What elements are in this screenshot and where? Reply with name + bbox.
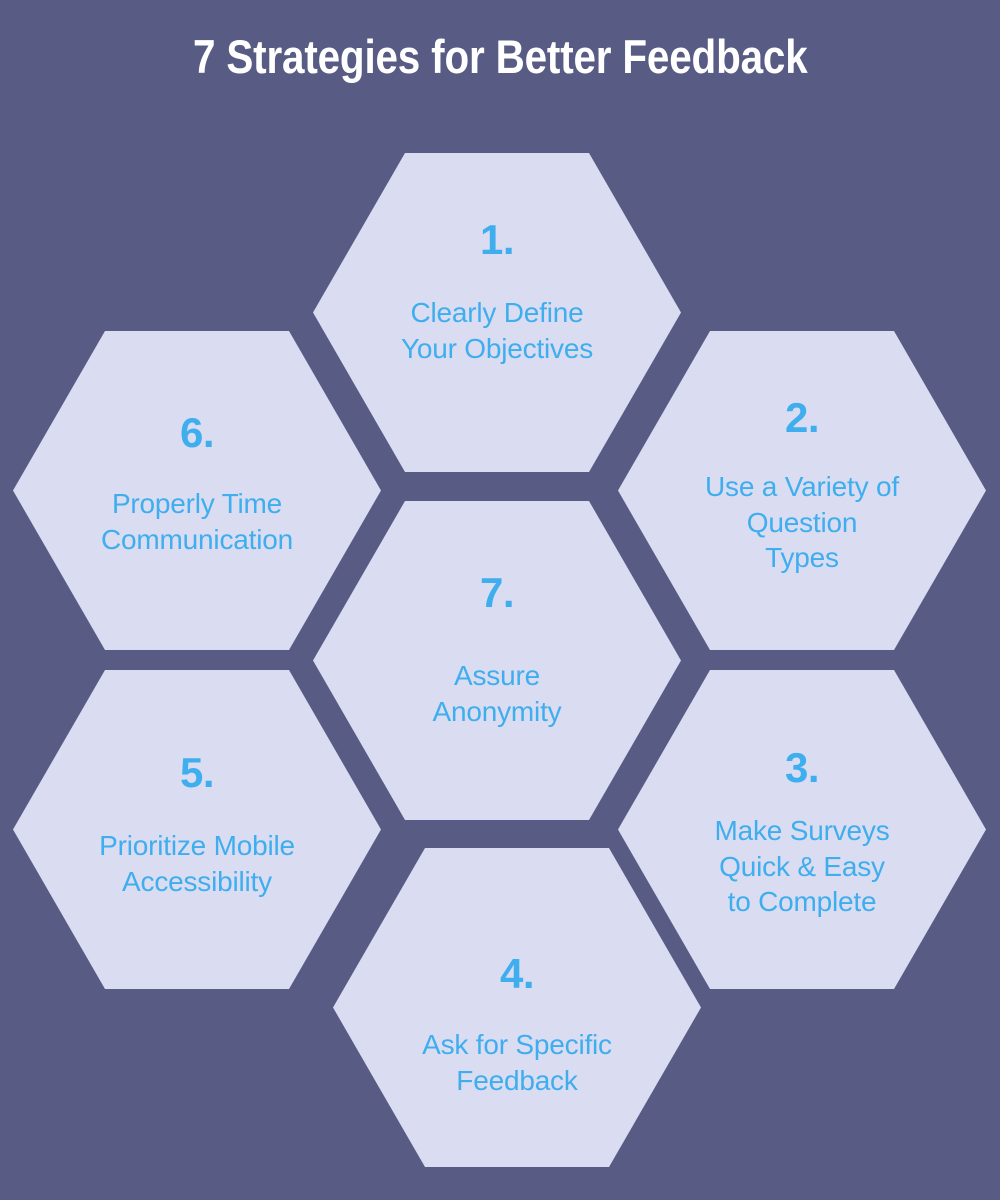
hexagon-content-6: 6. Properly Time Communication [101,408,293,557]
hexagon-label-2: Use a Variety of Question Types [705,471,899,574]
hexagon-number-1: 1. [479,215,515,263]
hexagon-number-2: 2. [784,394,820,442]
title-area: 7 Strategies for Better Feedback [0,0,1000,140]
hexagon-label-7: Assure Anonymity [432,659,562,727]
hexagon-number-4: 4. [499,949,535,997]
hexagon-number-5: 5. [179,748,215,796]
hexagon-content-3: 3. Make Surveys Quick & Easy to Complete [715,747,890,920]
hexagon-step-4[interactable]: 4. Ask for Specific Feedback [333,848,701,1167]
hexagon-content-7: 7. Assure Anonymity [432,568,562,729]
hexagon-step-3[interactable]: 3. Make Surveys Quick & Easy to Complete [618,670,986,989]
hexagon-label-4: Ask for Specific Feedback [422,1028,612,1096]
hexagon-step-1[interactable]: 1. Clearly Define Your Objectives [313,153,681,472]
hexagon-label-3: Make Surveys Quick & Easy to Complete [714,815,890,918]
hexagon-content-2: 2. Use a Variety of Question Types [705,397,899,576]
hexagon-number-7: 7. [479,568,515,616]
hexagon-label-5: Prioritize Mobile Accessibility [99,829,295,897]
hexagon-step-6[interactable]: 6. Properly Time Communication [13,331,381,650]
hexagon-step-7[interactable]: 7. Assure Anonymity [313,501,681,820]
hexagon-number-3: 3. [784,744,820,792]
page-title: 7 Strategies for Better Feedback [192,29,808,83]
hexagon-label-1: Clearly Define Your Objectives [400,296,594,364]
hexagon-number-6: 6. [179,408,215,456]
hexagon-content-4: 4. Ask for Specific Feedback [422,949,612,1098]
hexagon-content-5: 5. Prioritize Mobile Accessibility [99,748,295,899]
hexagon-step-2[interactable]: 2. Use a Variety of Question Types [618,331,986,650]
hexagon-step-5[interactable]: 5. Prioritize Mobile Accessibility [13,670,381,989]
hexagon-content-1: 1. Clearly Define Your Objectives [400,215,594,366]
hexagon-label-6: Properly Time Communication [101,487,293,555]
